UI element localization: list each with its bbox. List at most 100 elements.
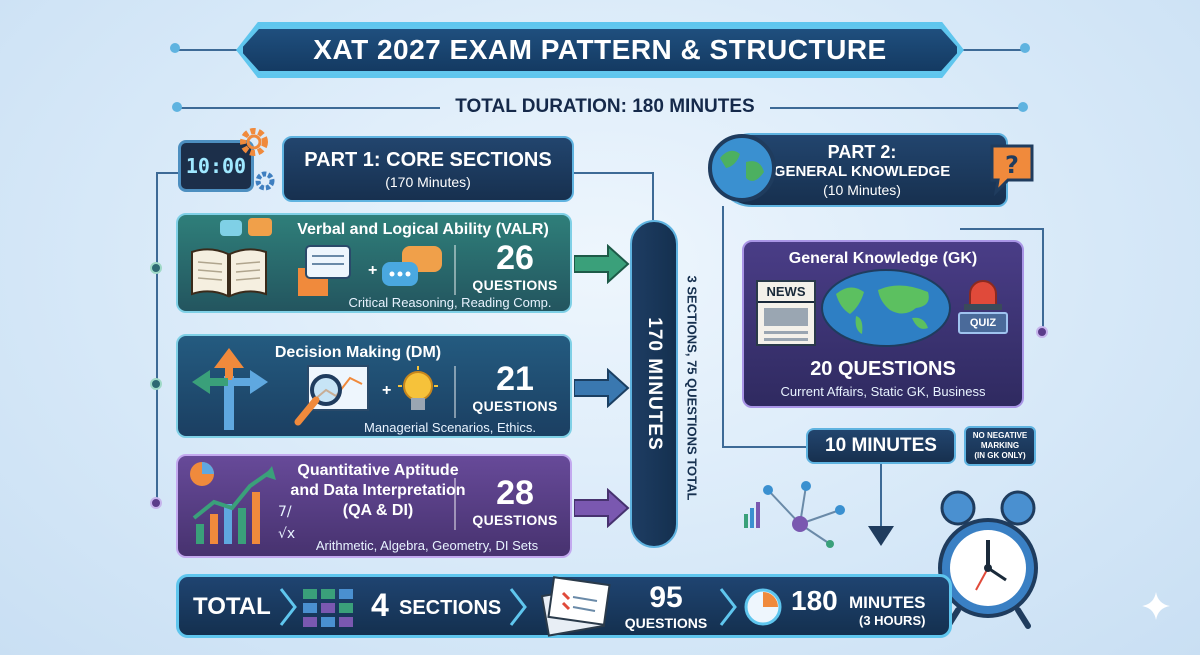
total-minutes-count: 180 <box>791 585 838 616</box>
siren-icon <box>964 280 1002 310</box>
part1-connector <box>574 172 654 174</box>
core-summary: 3 SECTIONS, 75 QUESTIONS TOTAL <box>684 275 700 501</box>
network-graph-icon <box>744 481 845 548</box>
total-duration: TOTAL DURATION: 180 MINUTES <box>455 96 755 117</box>
svg-text:√x: √x <box>278 526 295 542</box>
total-sections-label: SECTIONS <box>399 597 502 619</box>
world-map-icon <box>821 269 951 347</box>
qa-title-line2: and Data Interpretation <box>290 482 466 499</box>
connector-dot-gk <box>1036 326 1048 338</box>
total-label: TOTAL <box>193 593 271 620</box>
gk-minutes-pill: 10 MINUTES <box>806 428 956 464</box>
gear-icon <box>240 128 268 156</box>
math-symbols-icon: 7/ √x <box>278 504 295 542</box>
total-hours: (3 HOURS) <box>859 613 926 628</box>
qa-question-count: 28 <box>496 474 534 512</box>
gk-topics: Current Affairs, Static GK, Business <box>780 384 986 399</box>
section-valr: Verbal and Logical Ability (VALR) 26 QUE… <box>176 213 572 313</box>
core-summary-wrap: 3 SECTIONS, 75 QUESTIONS TOTAL <box>677 238 707 538</box>
magnifier-chart-icon <box>294 365 369 426</box>
right-outer-line <box>1042 228 1044 330</box>
total-questions-count: 95 <box>649 581 683 614</box>
valr-topics: Critical Reasoning, Reading Comp. <box>348 295 552 310</box>
chevron-right-icon-2 <box>509 588 527 626</box>
no-negative-marking-note: NO NEGATIVE MARKING (IN GK ONLY) <box>964 426 1036 466</box>
title-right-dot <box>1020 43 1030 53</box>
connector-dot-dm <box>150 378 162 390</box>
note-line3: (IN GK ONLY) <box>974 451 1026 460</box>
gk-title: General Knowledge (GK) <box>788 250 978 267</box>
duration-left-line <box>178 107 440 109</box>
conversation-icon <box>382 246 442 286</box>
quiz-badge: QUIZ <box>958 312 1008 334</box>
growth-chart-icon <box>190 462 276 544</box>
table-grid-icon <box>303 589 353 627</box>
dm-title: Decision Making (DM) <box>274 344 442 361</box>
valr-title: Verbal and Logical Ability (VALR) <box>297 221 549 238</box>
gk-minutes: 10 MINUTES <box>825 435 937 456</box>
valr-question-count: 26 <box>496 239 534 277</box>
right-outer-top <box>960 228 1042 230</box>
right-spine <box>722 206 724 448</box>
newspaper-label: NEWS <box>758 282 814 303</box>
valr-questions-label: QUESTIONS <box>472 277 558 293</box>
duration-left-dot <box>172 102 182 112</box>
valr-divider <box>454 245 456 295</box>
duration-right-dot <box>1018 102 1028 112</box>
svg-text:?: ? <box>1005 151 1019 179</box>
chevron-right-icon-3 <box>719 588 737 626</box>
lightbulb-icon <box>398 366 438 410</box>
clock-icon <box>744 588 782 626</box>
alarm-clock-icon <box>938 490 1038 629</box>
small-gear-icon <box>255 171 275 191</box>
part1-header: PART 1: CORE SECTIONS (170 Minutes) <box>282 136 574 202</box>
title-left-dot <box>170 43 180 53</box>
dm-question-count: 21 <box>496 360 534 398</box>
total-questions-label: QUESTIONS <box>624 615 708 631</box>
plus-icon: + <box>368 262 378 279</box>
total-sections-count: 4 <box>371 587 389 623</box>
duration-right-line <box>770 107 1022 109</box>
title-right-line <box>962 49 1022 51</box>
down-arrow-icon <box>868 526 894 546</box>
page-title-text: XAT 2027 EXAM PATTERN & STRUCTURE <box>313 34 887 65</box>
connector-dot-valr <box>150 262 162 274</box>
qa-divider <box>454 478 456 530</box>
question-bubble-icon: ? <box>990 144 1034 196</box>
sparkle-icon <box>1142 592 1170 620</box>
document-chat-icon <box>298 245 351 296</box>
globe-icon <box>708 134 776 202</box>
newspaper-icon: NEWS <box>756 280 816 346</box>
right-spine-bottom <box>722 446 806 448</box>
digital-clock-icon: 10:00 <box>178 140 254 192</box>
note-line2: MARKING <box>980 441 1020 450</box>
note-line1: NO NEGATIVE <box>972 431 1028 440</box>
total-minutes-label: MINUTES <box>849 593 926 612</box>
plus-icon-dm: + <box>382 382 392 399</box>
digital-clock-readout: 10:00 <box>185 154 247 178</box>
dm-topics: Managerial Scenarios, Ethics. <box>364 420 536 435</box>
arrow-valr-icon <box>574 244 630 284</box>
left-spine-top <box>156 172 180 174</box>
speech-bubbles-icon <box>220 218 272 236</box>
left-spine <box>156 172 158 504</box>
core-minutes: 170 MINUTES <box>644 317 665 451</box>
qa-title-line1: Quantitative Aptitude <box>297 462 459 479</box>
part2-subtitle: (10 Minutes) <box>823 182 901 198</box>
arrow-qa-icon <box>574 488 630 528</box>
dm-divider <box>454 366 456 418</box>
chevron-right-icon <box>279 588 297 626</box>
page-title: XAT 2027 EXAM PATTERN & STRUCTURE <box>240 26 960 74</box>
dm-questions-label: QUESTIONS <box>472 398 558 414</box>
section-qa: Quantitative Aptitude and Data Interpret… <box>176 454 572 558</box>
qa-title-line3: (QA & DI) <box>342 502 414 519</box>
gk-questions: 20 QUESTIONS <box>810 358 956 380</box>
qa-topics: Arithmetic, Algebra, Geometry, DI Sets <box>315 538 539 553</box>
part2-title-line1: PART 2: <box>827 142 897 162</box>
part1-subtitle: (170 Minutes) <box>385 173 471 190</box>
direction-arrows-icon <box>192 348 268 430</box>
svg-text:7/: 7/ <box>278 504 292 520</box>
part1-title: PART 1: CORE SECTIONS <box>304 148 552 171</box>
part1-drop <box>652 172 654 220</box>
total-summary-bar: TOTAL 4 SECTIONS 95 QUESTIONS 180 MINUTE… <box>176 574 952 638</box>
